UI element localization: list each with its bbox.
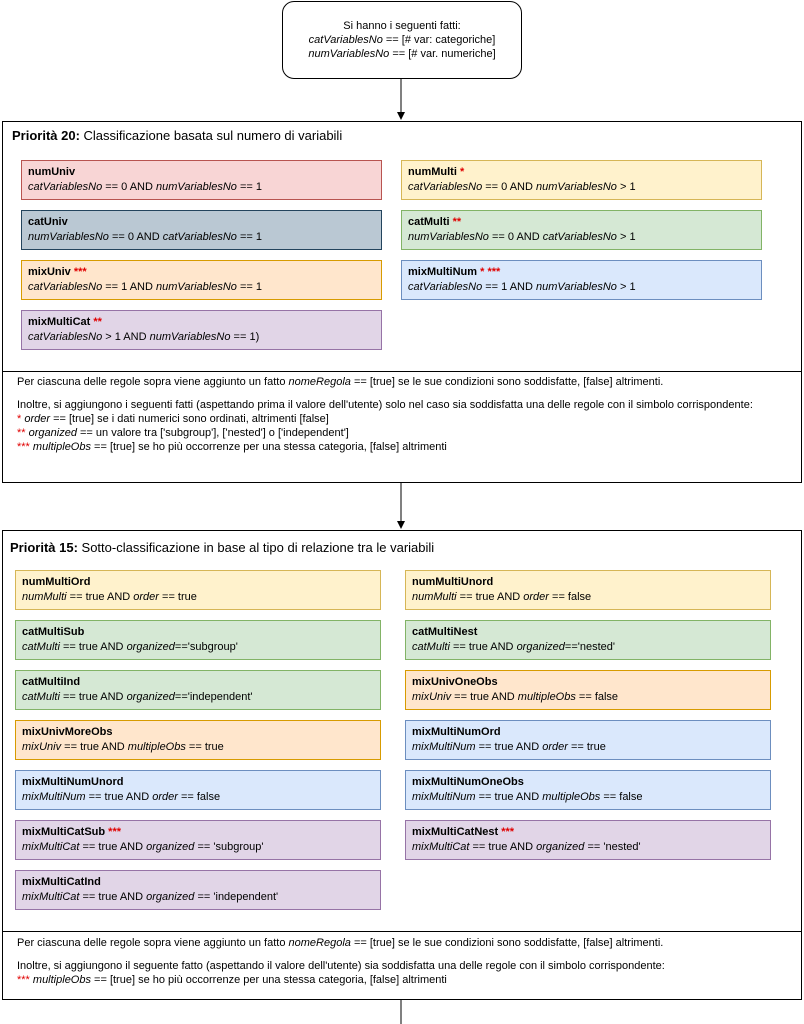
rule-mixMultiNum: mixMultiNum * *** catVariablesNo == 1 AND…	[401, 260, 762, 300]
rule-condition: catVariablesNo == 1 AND numVariablesNo >…	[408, 281, 636, 293]
rule-numMultiOrd: numMultiOrd numMulti == true AND order ==…	[15, 570, 381, 610]
rule-name: mixMultiNum	[408, 266, 478, 278]
note-line: Per ciascuna delle regole sopra viene ag…	[17, 376, 664, 388]
note-line: Inoltre, si aggiungono il seguente fatto…	[17, 960, 665, 972]
rule-mixUnivOneObs: mixUnivOneObs mixUniv == true AND multipl…	[405, 670, 771, 710]
rule-star-marker: *	[456, 166, 465, 178]
rule-name: mixMultiCat	[28, 316, 91, 328]
rule-condition: mixUniv == true AND multipleObs == true	[22, 741, 224, 753]
priority-20-divider	[2, 371, 802, 372]
rule-condition: mixUniv == true AND multipleObs == false	[412, 691, 619, 703]
priority-15-note: Per ciascuna delle regole sopra viene ag…	[17, 936, 797, 987]
initial-fact-cat: catVariablesNo == [# var: categoriche]	[308, 34, 496, 46]
rule-name: mixMultiNumOneObs	[412, 776, 524, 788]
rule-condition: catVariablesNo == 0 AND numVariablesNo =…	[28, 181, 262, 193]
rule-name: mixUnivMoreObs	[22, 726, 113, 738]
rule-star-marker: ***	[498, 826, 515, 838]
rule-name: numMultiUnord	[412, 576, 494, 588]
rule-condition: numVariablesNo == 0 AND catVariablesNo >…	[408, 231, 636, 243]
rule-numUniv: numUniv catVariablesNo == 0 AND numVariab…	[21, 160, 382, 200]
rule-name: numMulti	[408, 166, 457, 178]
rule-name: mixMultiNumOrd	[412, 726, 501, 738]
priority-15-divider	[2, 931, 802, 932]
rule-condition: catMulti == true AND organized=='indepen…	[22, 691, 253, 703]
rule-condition: numVariablesNo == 0 AND catVariablesNo =…	[28, 231, 262, 243]
note-line: *** multipleObs == [true] se ho più occo…	[17, 441, 447, 453]
rule-star-marker: **	[449, 216, 462, 228]
rule-name: mixMultiCatNest	[412, 826, 499, 838]
rule-condition: mixMultiCat == true AND organized == 'ne…	[412, 841, 641, 853]
priority-20-note: Per ciascuna delle regole sopra viene ag…	[17, 375, 797, 454]
priority-15-title: Priorità 15: Sotto-classificazione in ba…	[10, 540, 435, 555]
rule-condition: catMulti == true AND organized=='nested'	[412, 641, 615, 653]
rule-name: numUniv	[28, 166, 76, 178]
rule-mixUnivMoreObs: mixUnivMoreObs mixUniv == true AND multip…	[15, 720, 381, 760]
rule-mixUniv: mixUniv *** catVariablesNo == 1 AND numVa…	[21, 260, 382, 300]
rule-name: catMultiInd	[22, 676, 81, 688]
rule-condition: catVariablesNo == 0 AND numVariablesNo >…	[408, 181, 636, 193]
rule-mixMultiCatSub: mixMultiCatSub *** mixMultiCat == true AN…	[15, 820, 381, 860]
rule-condition: mixMultiNum == true AND multipleObs == f…	[412, 791, 643, 803]
rule-star-marker: ***	[105, 826, 122, 838]
rule-name: mixUniv	[28, 266, 71, 278]
rule-star-marker: * ***	[477, 266, 501, 278]
rule-name: mixUnivOneObs	[412, 676, 498, 688]
rule-name: mixMultiNumUnord	[22, 776, 124, 788]
rule-star-marker: **	[90, 316, 102, 328]
note-line: *** multipleObs == [true] se ho più occo…	[17, 974, 447, 986]
rule-mixMultiNumUnord: mixMultiNumUnord mixMultiNum == true AND …	[15, 770, 381, 810]
rule-mixMultiNumOrd: mixMultiNumOrd mixMultiNum == true AND or…	[405, 720, 771, 760]
rule-numMultiUnord: numMultiUnord numMulti == true AND order …	[405, 570, 771, 610]
rule-condition: mixMultiNum == true AND order == false	[22, 791, 221, 803]
rule-condition: catVariablesNo > 1 AND numVariablesNo ==…	[28, 331, 260, 343]
rule-mixMultiCatNest: mixMultiCatNest *** mixMultiCat == true A…	[405, 820, 771, 860]
note-line	[17, 950, 797, 959]
rule-condition: mixMultiNum == true AND order == true	[412, 741, 606, 753]
rule-mixMultiNumOneObs: mixMultiNumOneObs mixMultiNum == true AND…	[405, 770, 771, 810]
rule-mixMultiCatInd: mixMultiCatInd mixMultiCat == true AND or…	[15, 870, 381, 910]
rule-name: catMultiNest	[412, 626, 478, 638]
rule-condition: numMulti == true AND order == false	[412, 591, 592, 603]
rule-name: numMultiOrd	[22, 576, 91, 588]
rule-name: mixMultiCatSub	[22, 826, 106, 838]
rule-name: catMulti	[408, 216, 450, 228]
rule-catMultiSub: catMultiSub catMulti == true AND organize…	[15, 620, 381, 660]
rule-star-marker: ***	[70, 266, 87, 278]
rule-condition: mixMultiCat == true AND organized == 'su…	[22, 841, 264, 853]
rule-catMulti: catMulti ** numVariablesNo == 0 AND catVa…	[401, 210, 762, 250]
rule-catMultiNest: catMultiNest catMulti == true AND organiz…	[405, 620, 771, 660]
rule-condition: mixMultiCat == true AND organized == 'in…	[22, 891, 279, 903]
initial-facts-node: Si hanno i seguenti fatti: catVariablesN…	[282, 1, 522, 79]
rule-mixMultiCat: mixMultiCat ** catVariablesNo > 1 AND num…	[21, 310, 382, 350]
rule-catMultiInd: catMultiInd catMulti == true AND organize…	[15, 670, 381, 710]
rule-condition: catMulti == true AND organized=='subgrou…	[22, 641, 238, 653]
rule-condition: numMulti == true AND order == true	[22, 591, 197, 603]
rule-condition: catVariablesNo == 1 AND numVariablesNo =…	[28, 281, 262, 293]
rule-name: catMultiSub	[22, 626, 85, 638]
note-line	[17, 389, 797, 398]
priority-20-title: Priorità 20: Classificazione basata sul …	[12, 128, 343, 143]
note-line: Per ciascuna delle regole sopra viene ag…	[17, 937, 664, 949]
rule-name: mixMultiCatInd	[22, 876, 101, 888]
rule-name: catUniv	[28, 216, 68, 228]
note-line: ** organized == un valore tra ['subgroup…	[17, 427, 349, 439]
note-line: Inoltre, si aggiungono i seguenti fatti …	[17, 399, 753, 411]
note-line: * order == [true] se i dati numerici son…	[17, 413, 329, 425]
initial-facts-heading: Si hanno i seguenti fatti:	[343, 20, 461, 32]
initial-fact-num: numVariablesNo == [# var. numeriche]	[308, 48, 496, 60]
rule-catUniv: catUniv numVariablesNo == 0 AND catVariab…	[21, 210, 382, 250]
rule-numMulti: numMulti * catVariablesNo == 0 AND numVar…	[401, 160, 762, 200]
